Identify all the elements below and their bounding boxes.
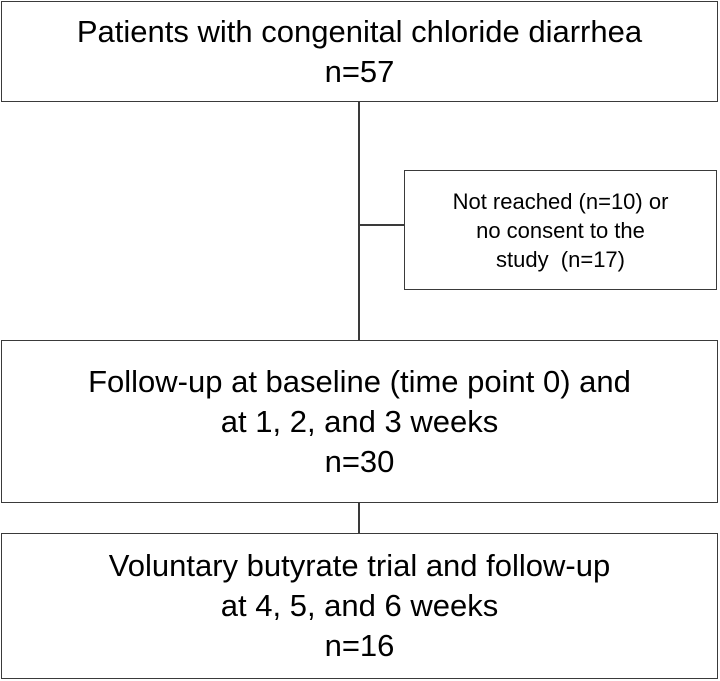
excluded-box-line-1: Not reached (n=10) or — [452, 188, 669, 214]
patients-box: Patients with congenital chloride diarrh… — [1, 1, 718, 102]
butyrate-box-count: n=16 — [324, 628, 395, 663]
patients-box-title: Patients with congenital chloride diarrh… — [76, 13, 643, 49]
excluded-box-line-2: no consent to the — [476, 217, 645, 243]
followup-box-line-1: Follow-up at baseline (time point 0) and — [88, 363, 631, 399]
followup-box-line-2: at 1, 2, and 3 weeks — [220, 403, 499, 439]
butyrate-box-line-1: Voluntary butyrate trial and follow-up — [108, 548, 611, 583]
patients-box-count: n=57 — [324, 53, 395, 89]
followup-box-count: n=30 — [324, 443, 395, 479]
butyrate-box: Voluntary butyrate trial and follow-up a… — [1, 533, 718, 679]
excluded-box-line-3: study (n=17) — [495, 246, 625, 272]
connector-vertical-top — [358, 102, 360, 340]
connector-branch-excluded — [358, 224, 404, 226]
followup-box: Follow-up at baseline (time point 0) and… — [1, 340, 718, 503]
butyrate-box-line-2: at 4, 5, and 6 weeks — [220, 588, 499, 623]
connector-vertical-bottom — [358, 503, 360, 533]
excluded-box: Not reached (n=10) or no consent to the … — [404, 170, 717, 290]
